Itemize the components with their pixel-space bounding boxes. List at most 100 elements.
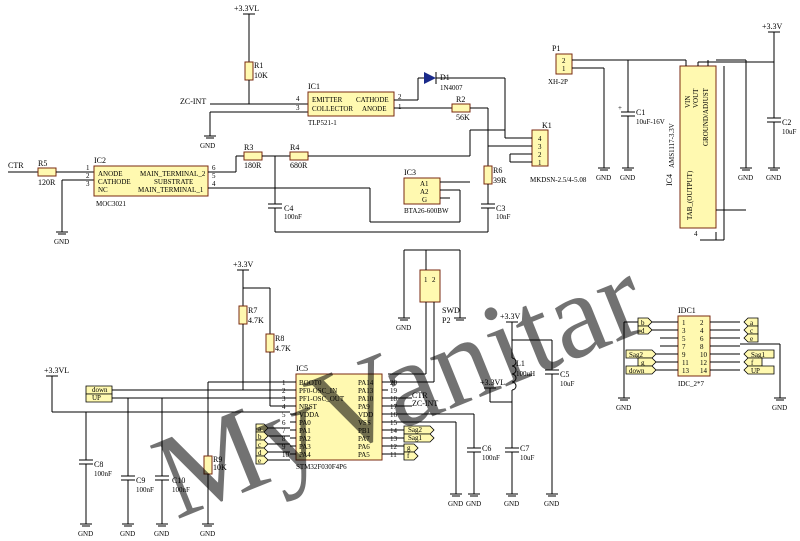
svg-text:2: 2 [432, 276, 436, 284]
ref-label: C6 [482, 444, 491, 453]
ic5-pin-number: 11 [390, 451, 397, 459]
net-label: ZC-INT [180, 97, 206, 106]
port-e [255, 455, 269, 465]
ground-symbol: GND [120, 523, 135, 538]
ic5-pin-label: PA7 [358, 435, 370, 443]
ref-label: R9 [213, 455, 222, 464]
svg-text:TAB_(OUTPUT): TAB_(OUTPUT) [686, 170, 694, 220]
capacitor-c1: + C1 10uF-16V [618, 104, 665, 126]
ic1-optocoupler: IC1 EMITTER COLLECTOR CATHODE ANODE TLP5… [307, 82, 395, 127]
ic5-pin-label: PA14 [358, 379, 374, 387]
ground-symbol: GND [620, 167, 635, 182]
ic5-pin-number: 4 [282, 403, 286, 411]
net-3v3-top: +3.3VL [234, 4, 259, 62]
ref-label: C1 [636, 108, 645, 117]
idc1-pin-number: 2 [700, 319, 704, 327]
svg-text:Sag1: Sag1 [408, 434, 423, 442]
svg-text:GND: GND [466, 500, 481, 508]
value-label: 39R [493, 176, 507, 185]
value-label: 180R [244, 161, 262, 170]
ic5-pin-label: PF1-OSC_OUT [299, 395, 345, 403]
ref-label: C8 [94, 460, 103, 469]
svg-text:g: g [407, 444, 411, 452]
idc1-pin-number: 14 [700, 367, 708, 375]
ic5-pin-label: PA6 [358, 443, 370, 451]
ground-symbol: GND [200, 135, 216, 150]
net-3v3-c6: +3.3VL [480, 378, 505, 402]
ic3-triac: IC3 A1 A2 G BTA26-600BW [403, 168, 449, 215]
port-label: a [258, 425, 262, 433]
ic5-pin-number: 3 [282, 395, 286, 403]
svg-text:GND: GND [154, 530, 169, 538]
ic5-pin-label: PA5 [358, 451, 370, 459]
value-label: 1N4007 [440, 84, 463, 92]
value-label: 4.7K [275, 344, 291, 353]
ground-symbol: GND [154, 523, 169, 538]
port-e [743, 333, 759, 343]
ground-symbol: GND [78, 523, 93, 538]
ground-symbol: GND [54, 231, 69, 246]
svg-text:6: 6 [212, 164, 216, 172]
ic5-pin-label: PA3 [299, 443, 311, 451]
ic5-pin-label: PA10 [358, 395, 374, 403]
value-label: BTA26-600BW [404, 207, 449, 215]
idc1-pin-number: 8 [700, 343, 704, 351]
ic5-pin-number: 6 [282, 419, 286, 427]
svg-text:1: 1 [424, 276, 428, 284]
ref-label: C7 [520, 444, 529, 453]
port-g: g [403, 443, 419, 453]
ref-label: R3 [244, 143, 253, 152]
value-label: 100nF [94, 470, 112, 478]
ic5-pin-number: 12 [390, 443, 398, 451]
port-sag2 [625, 349, 657, 359]
svg-text:GND: GND [620, 174, 635, 182]
capacitor-c7: C7 10uF [505, 444, 535, 462]
ic5-pin-number: 18 [390, 395, 398, 403]
port-f: f [403, 451, 419, 461]
ic4-regulator: IC4 AMS1117-3.3V VIN VOUT GROUND/ADJUST … [665, 65, 717, 229]
ref-label: C5 [560, 370, 569, 379]
ic5-pin-number: 1 [282, 379, 286, 387]
ic5-pin-number: 2 [282, 387, 286, 395]
value-label: 10uF [782, 128, 797, 136]
svg-text:2: 2 [562, 57, 566, 65]
idc1-pin-number: 10 [700, 351, 708, 359]
ic5-pin-number: 5 [282, 411, 286, 419]
connector-k1: K1 4 3 2 1 MKDSN-2.5/4-5.08 [530, 121, 587, 184]
idc1-pin-number: 3 [682, 327, 686, 335]
ground-symbol: GND [466, 493, 481, 508]
ground-symbol: GND [448, 493, 463, 508]
ref-label: C2 [782, 118, 791, 127]
ref-label: C3 [496, 204, 505, 213]
svg-text:GND: GND [200, 530, 215, 538]
ref-label: C10 [172, 476, 185, 485]
svg-text:4: 4 [538, 135, 542, 143]
ic5-pin-label: NRST [299, 403, 318, 411]
svg-text:GND: GND [772, 404, 787, 412]
port-label: c [258, 441, 261, 449]
idc1-pin-number: 13 [682, 367, 690, 375]
ref-label: R2 [456, 95, 465, 104]
ic5-pin-label: PA0 [299, 419, 311, 427]
svg-text:ANODE: ANODE [362, 105, 387, 113]
port-label: b [258, 433, 262, 441]
ic5-pin-label: PA2 [299, 435, 311, 443]
idc1-pin-number: 5 [682, 335, 686, 343]
ref-label: K1 [542, 121, 552, 130]
port-label: UP [751, 367, 760, 375]
svg-text:NC: NC [98, 186, 108, 194]
svg-text:UP: UP [92, 394, 101, 402]
value-label: 4.7K [248, 316, 264, 325]
ic5-pin-number: 16 [390, 411, 398, 419]
ref-label: IC3 [404, 168, 416, 177]
port-sag1 [743, 349, 775, 359]
ref-label: P2 [442, 316, 450, 325]
svg-text:GND: GND [54, 238, 69, 246]
port-b [255, 431, 269, 441]
ic5-pin-number: 10 [282, 451, 290, 459]
value-label: 10uF [520, 454, 535, 462]
net-3v3-left: +3.3VL [44, 366, 69, 412]
svg-text:ANODE: ANODE [98, 170, 123, 178]
